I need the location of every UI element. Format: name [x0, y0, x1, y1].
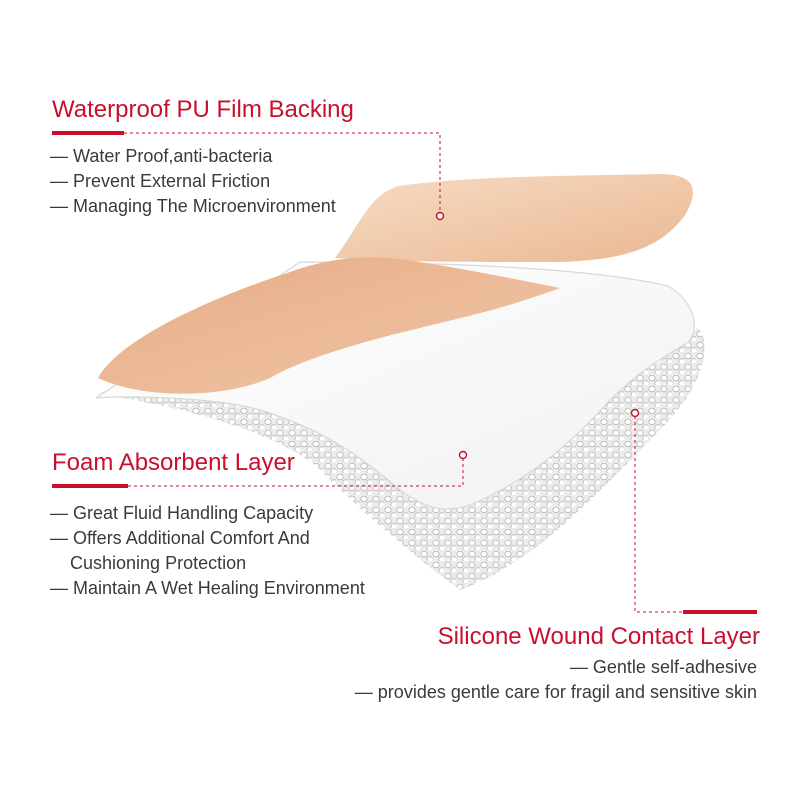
pu-film-heading: Waterproof PU Film Backing: [52, 96, 354, 123]
silicone-features: — Gentle self-adhesive — provides gentle…: [355, 655, 757, 705]
silicone-underline: [683, 610, 757, 614]
marker-foam: [458, 450, 468, 460]
feature-item: — Water Proof,anti-bacteria: [50, 146, 273, 166]
feature-item: — Prevent External Friction: [50, 171, 271, 191]
feature-item: — Offers Additional Comfort And: [50, 528, 310, 548]
pu-film-front: [98, 257, 560, 394]
feature-item-continuation: Cushioning Protection: [70, 553, 247, 573]
pu-film-features: — Water Proof,anti-bacteria — Prevent Ex…: [50, 144, 336, 219]
leader-markers: [435, 211, 640, 460]
feature-item: — provides gentle care for fragil and se…: [354, 682, 757, 702]
feature-item: — Maintain A Wet Healing Environment: [50, 578, 365, 598]
leader-lines: [124, 132, 683, 613]
feature-item: — Managing The Microenvironment: [50, 196, 336, 216]
feature-item: — Great Fluid Handling Capacity: [50, 503, 314, 523]
silicone-heading: Silicone Wound Contact Layer: [437, 623, 760, 650]
pu-film-back: [335, 174, 693, 262]
feature-item: — Gentle self-adhesive: [569, 657, 757, 677]
pu-film-underline: [52, 131, 124, 135]
foam-features: — Great Fluid Handling Capacity — Offers…: [50, 501, 365, 601]
marker-silicone: [630, 408, 640, 418]
foam-heading: Foam Absorbent Layer: [52, 449, 295, 476]
foam-underline: [52, 484, 128, 488]
marker-pu-film: [435, 211, 445, 221]
